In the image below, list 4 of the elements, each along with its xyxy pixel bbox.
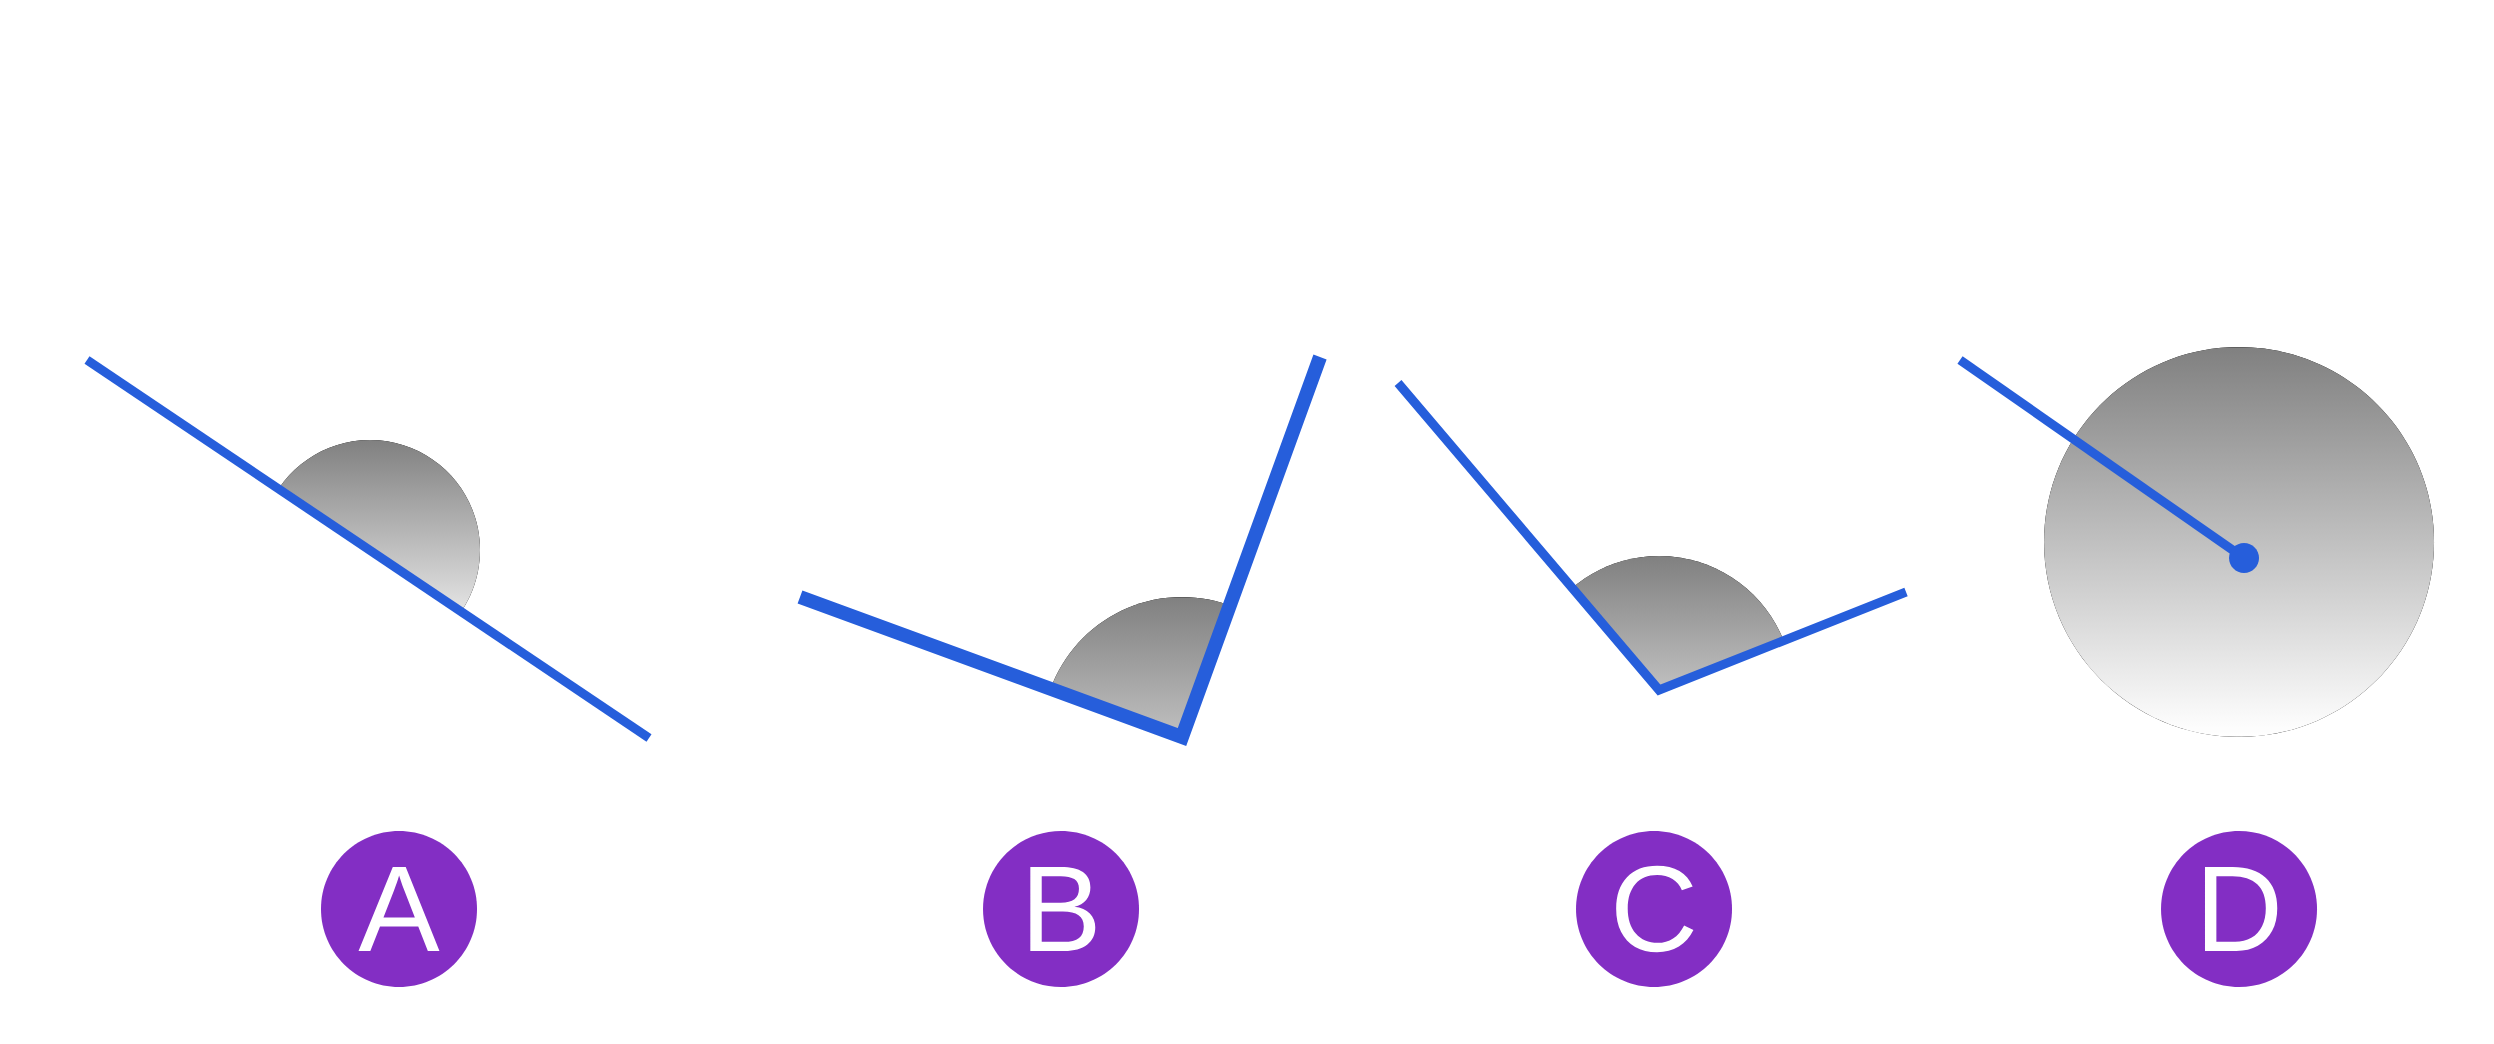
letter-badge: C: [1576, 831, 1732, 987]
letter-badge: B: [983, 831, 1139, 987]
letter-badge: A: [321, 831, 477, 987]
letter-badge: D: [2161, 831, 2318, 987]
